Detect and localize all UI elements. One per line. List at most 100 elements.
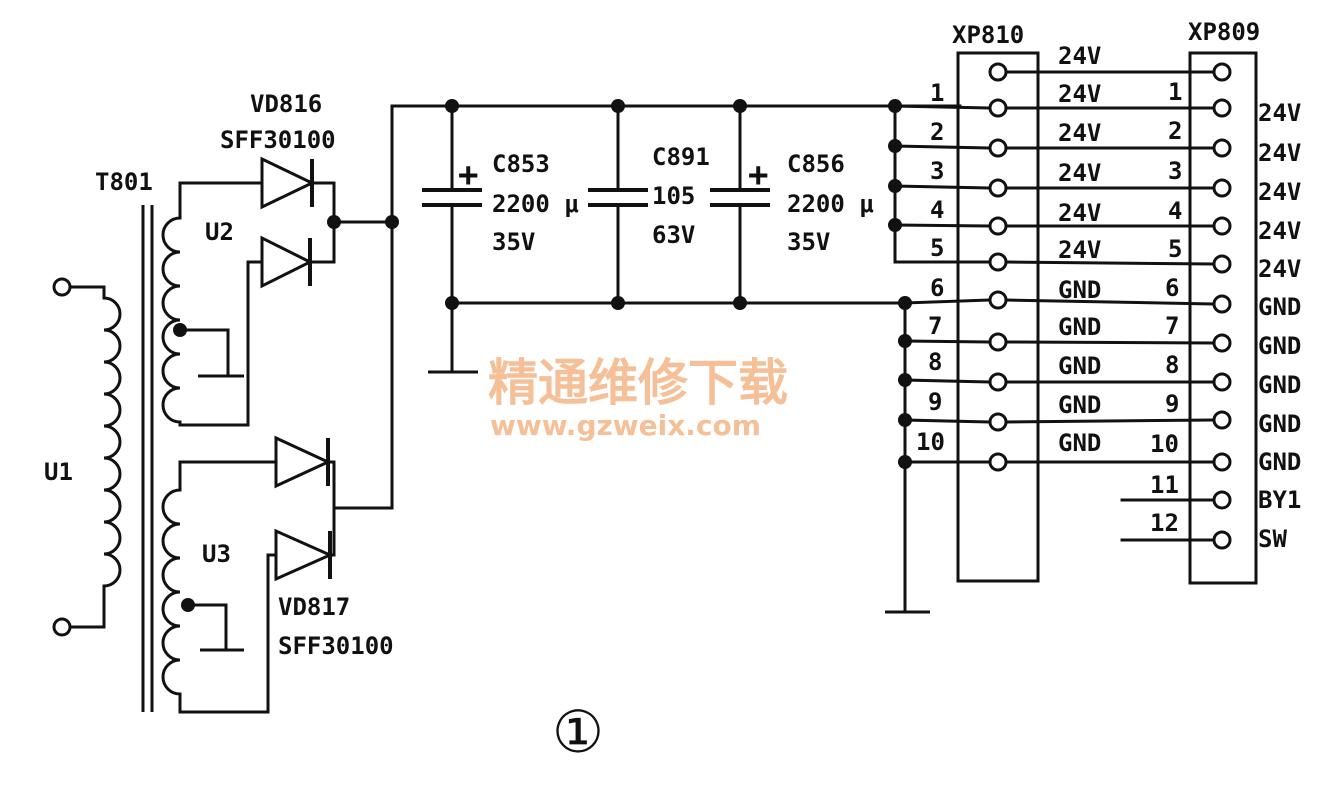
circuit-parts (52, 51, 1258, 712)
c856-voltage: 35V (787, 228, 830, 256)
junction-dot (898, 334, 912, 348)
primary-terminal (52, 277, 72, 297)
secondary-u3-winding (161, 488, 181, 696)
xp810-pin-number: 3 (930, 157, 944, 185)
wire (903, 298, 990, 305)
wire (68, 584, 106, 629)
xp810-pin-number: 1 (930, 79, 944, 107)
xp809-signal-label: BY1 (1258, 486, 1301, 514)
c856-plus-sign: + (748, 155, 768, 195)
junction-dot (327, 215, 341, 229)
c891-voltage: 63V (652, 221, 695, 249)
xp809-signal-label: SW (1258, 525, 1287, 553)
c856-ref: C856 (787, 150, 845, 178)
xp809-signal-label: 24V (1258, 217, 1301, 245)
xp810-terminal (988, 372, 1008, 392)
wire (332, 104, 394, 510)
c891-value: 105 (652, 182, 695, 210)
xp809-signal-label: GND (1258, 448, 1301, 476)
xp809-signal-label: GND (1258, 332, 1301, 360)
xp810-terminal (988, 98, 1008, 118)
signal-label: GND (1058, 313, 1101, 341)
signal-label: 24V (1058, 236, 1101, 264)
wire (186, 603, 228, 652)
xp809-terminal (1212, 138, 1232, 158)
junction-dot (611, 99, 625, 113)
xp809-pin-number: 3 (1168, 157, 1182, 185)
xp809-terminal (1212, 372, 1232, 392)
xp810-terminal (988, 252, 1008, 272)
wire (178, 328, 230, 378)
junction-dot (888, 218, 902, 232)
wire (893, 223, 990, 228)
xp810-pin-number: 7 (928, 312, 942, 340)
xp809-pin-number: 2 (1168, 117, 1182, 145)
xp809-pin-number: 8 (1165, 351, 1179, 379)
junction-dot (733, 296, 747, 310)
c853-value: 2200 μ (492, 190, 579, 218)
watermark-title: 精通维修下载 (488, 354, 788, 412)
diode-vd816 (260, 156, 316, 210)
xp809-signal-label: GND (1258, 371, 1301, 399)
primary-terminal (52, 617, 72, 637)
wire (903, 378, 990, 384)
xp810-terminal (988, 216, 1008, 236)
xp809-terminal (1212, 490, 1232, 510)
c853-voltage: 35V (492, 228, 535, 256)
xp809-signal-label: GND (1258, 410, 1301, 438)
xp809-pin-number: 11 (1150, 471, 1179, 499)
wire (893, 144, 990, 150)
wire (1004, 340, 1214, 345)
xp809-terminal (1212, 294, 1232, 314)
xp809-signal-label: GND (1258, 293, 1301, 321)
secondary-u3-label: U3 (202, 540, 231, 568)
diode-vd816b (260, 235, 314, 289)
signal-label: 24V (1058, 159, 1101, 187)
diode-vd816-part: SFF30100 (220, 126, 336, 154)
c853-ref: C853 (492, 150, 550, 178)
xp809-pin-number: 12 (1150, 509, 1179, 537)
diode-vd817b (274, 528, 334, 582)
xp810-terminal (988, 332, 1008, 352)
secondary-u2-winding (161, 216, 181, 424)
xp810-pin-number: 9 (928, 388, 942, 416)
xp810-terminal (988, 412, 1008, 432)
xp810-pin-number: 5 (930, 234, 944, 262)
signal-label: 24V (1058, 119, 1101, 147)
xp809-terminal (1212, 452, 1232, 472)
junction-dot (898, 373, 912, 387)
xp809-pin-number: 10 (1150, 430, 1179, 458)
primary-winding-label: U1 (44, 458, 73, 486)
signal-label: GND (1058, 352, 1101, 380)
wire (893, 104, 990, 110)
c853-plus-sign: + (458, 155, 478, 195)
diode-vd816-ref: VD816 (250, 90, 322, 118)
xp810-terminal (988, 138, 1008, 158)
wire (903, 418, 990, 424)
xp810-pin-number: 4 (930, 196, 944, 224)
circuit-wires (68, 70, 1214, 714)
wire (178, 261, 250, 427)
wire (68, 285, 106, 300)
xp810-terminal (988, 62, 1008, 82)
connector-xp810-body (956, 51, 1040, 583)
junction-dot (898, 413, 912, 427)
xp809-terminal (1212, 98, 1232, 118)
xp810-pin-number: 10 (916, 428, 945, 456)
xp810-terminal (988, 178, 1008, 198)
junction-dot (898, 296, 912, 310)
wire (1004, 260, 1214, 266)
xp809-terminal (1212, 62, 1232, 82)
xp810-pin-number: 6 (930, 274, 944, 302)
xp809-terminal (1212, 410, 1232, 430)
xp810-pin-number: 8 (928, 348, 942, 376)
xp809-terminal (1212, 530, 1232, 550)
c891-ref: C891 (652, 143, 710, 171)
junction-dot (888, 139, 902, 153)
wire (893, 104, 1000, 264)
xp809-terminal (1212, 178, 1232, 198)
xp809-pin-number: 4 (1168, 197, 1182, 225)
signal-label: GND (1058, 391, 1101, 419)
junction-dot (898, 455, 912, 469)
